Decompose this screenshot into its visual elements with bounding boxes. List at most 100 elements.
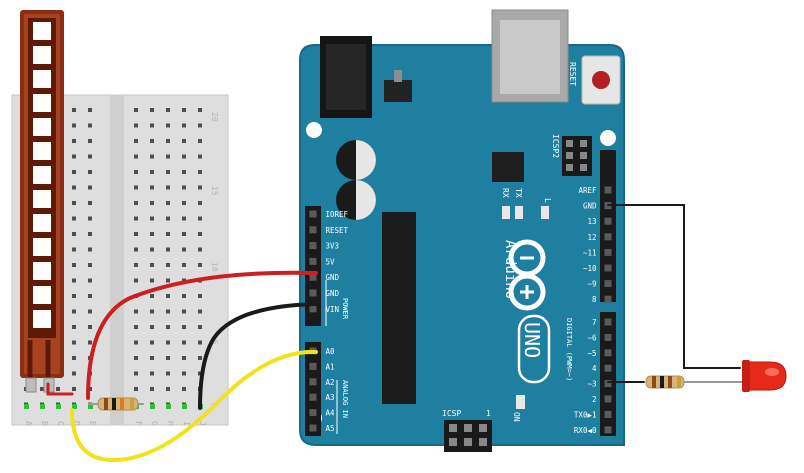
header-socket[interactable] xyxy=(604,364,612,372)
breadboard-hole xyxy=(166,232,170,236)
rx-led xyxy=(502,206,510,219)
header-socket[interactable] xyxy=(604,318,612,326)
breadboard-hole xyxy=(166,356,170,360)
breadboard-hole xyxy=(72,294,76,298)
breadboard-hole xyxy=(88,294,92,298)
breadboard-hole xyxy=(72,154,76,159)
breadboard-hole xyxy=(134,278,138,283)
breadboard-hole xyxy=(88,232,92,236)
header-socket[interactable] xyxy=(604,410,612,418)
column-letter-j: J xyxy=(198,421,207,426)
breadboard-hole xyxy=(134,139,138,143)
header-socket[interactable] xyxy=(604,295,612,303)
pin-label-8: 8 xyxy=(592,295,597,304)
breadboard-hole xyxy=(150,232,154,236)
pin-label-a3: A3 xyxy=(326,393,335,402)
breadboard-hole xyxy=(150,154,154,159)
breadboard-hole xyxy=(134,387,138,391)
breadboard-hole xyxy=(134,356,138,360)
header-socket[interactable] xyxy=(309,378,317,386)
wire-led-lead xyxy=(683,373,753,383)
on-led xyxy=(516,395,525,409)
header-socket[interactable] xyxy=(309,210,317,218)
breadboard-hole xyxy=(182,170,186,174)
breadboard-hole xyxy=(72,185,76,190)
breadboard-hole xyxy=(166,309,170,314)
breadboard-hole xyxy=(134,232,138,236)
header-socket[interactable] xyxy=(309,242,317,250)
header-socket[interactable] xyxy=(604,380,612,388)
breadboard-hole xyxy=(198,185,202,190)
breadboard-hole-active xyxy=(182,404,187,409)
breadboard-hole xyxy=(150,387,154,391)
flex-sensor-segments xyxy=(33,22,51,328)
breadboard-hole xyxy=(198,139,202,143)
breadboard-hole xyxy=(72,108,76,112)
breadboard-hole xyxy=(150,108,154,112)
breadboard-hole xyxy=(72,201,76,205)
pin-label--3: ~3 xyxy=(587,380,596,389)
header-socket[interactable] xyxy=(309,305,317,313)
breadboard-hole xyxy=(150,325,154,329)
breadboard-hole xyxy=(182,325,186,329)
header-socket[interactable] xyxy=(604,248,612,256)
header-socket[interactable] xyxy=(309,409,317,417)
flex-sensor-segment xyxy=(33,118,51,136)
header-socket[interactable] xyxy=(309,257,317,265)
header-socket[interactable] xyxy=(604,186,612,194)
breadboard-hole xyxy=(150,294,154,298)
power-header xyxy=(305,206,321,326)
header-socket[interactable] xyxy=(309,393,317,401)
l-led xyxy=(541,206,549,219)
header-socket[interactable] xyxy=(309,362,317,370)
usb-interface-chip xyxy=(492,152,524,182)
header-socket[interactable] xyxy=(604,426,612,434)
breadboard-hole xyxy=(182,139,186,143)
breadboard-hole xyxy=(166,371,170,376)
pin-label--6: ~6 xyxy=(587,333,597,342)
breadboard-hole xyxy=(134,247,138,252)
breadboard-hole xyxy=(134,371,138,376)
breadboard-hole xyxy=(182,185,186,190)
header-socket[interactable] xyxy=(309,226,317,234)
header-socket[interactable] xyxy=(604,333,612,341)
breadboard-hole xyxy=(134,123,138,128)
header-socket[interactable] xyxy=(309,273,317,281)
header-socket[interactable] xyxy=(309,289,317,297)
breadboard-hole xyxy=(182,201,186,205)
header-socket[interactable] xyxy=(309,424,317,432)
header-socket[interactable] xyxy=(604,395,612,403)
column-letter-a: A xyxy=(24,421,33,426)
header-socket[interactable] xyxy=(604,217,612,225)
breadboard-hole xyxy=(198,325,202,329)
breadboard-hole xyxy=(198,232,202,236)
pin-label-3v3: 3V3 xyxy=(326,242,340,251)
header-socket[interactable] xyxy=(604,280,612,288)
breadboard-hole-active xyxy=(56,404,61,409)
pin-label--10: ~10 xyxy=(583,264,597,273)
breadboard-hole xyxy=(198,356,202,360)
column-letter-f: F xyxy=(134,421,143,426)
breadboard-hole xyxy=(150,309,154,314)
capacitor xyxy=(336,140,376,180)
row-number-5: 5 xyxy=(210,340,219,345)
breadboard-hole xyxy=(198,294,202,298)
icsp-header xyxy=(444,420,492,452)
header-socket[interactable] xyxy=(604,233,612,241)
header-socket[interactable] xyxy=(604,349,612,357)
rx-label: RX xyxy=(501,188,510,198)
breadboard-hole xyxy=(134,309,138,314)
flex-sensor-segment xyxy=(33,46,51,64)
breadboard-hole xyxy=(150,356,154,360)
reset-button[interactable] xyxy=(581,55,621,105)
mounting-hole xyxy=(600,130,616,146)
pin-label-gnd: GND xyxy=(326,289,340,298)
wire-gnd-led-black xyxy=(607,204,741,369)
column-letter-b: B xyxy=(40,421,49,426)
breadboard-hole xyxy=(72,170,76,174)
breadboard-hole xyxy=(166,170,170,174)
breadboard-hole xyxy=(134,216,138,221)
header-socket[interactable] xyxy=(604,264,612,272)
breadboard-hole-active xyxy=(166,404,171,409)
breadboard-hole xyxy=(134,154,138,159)
